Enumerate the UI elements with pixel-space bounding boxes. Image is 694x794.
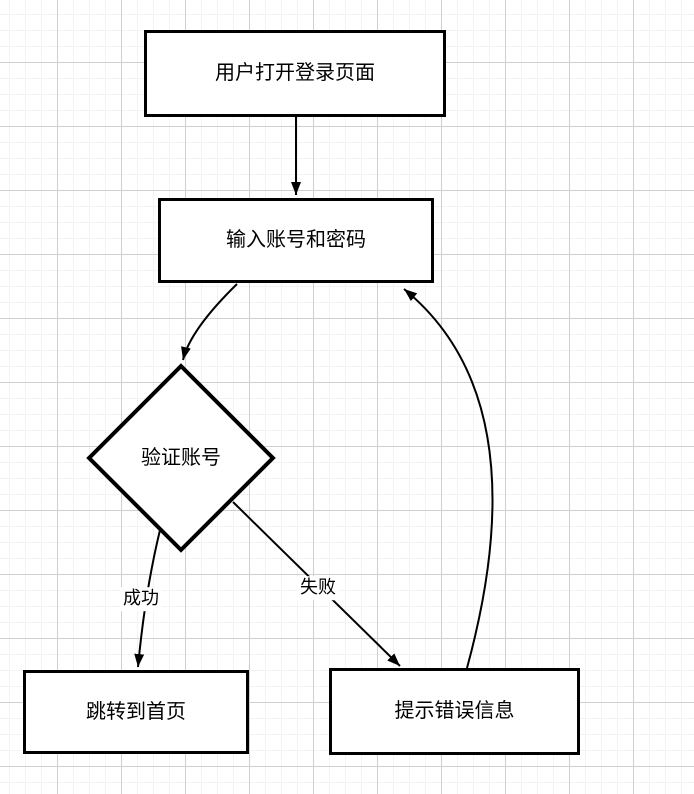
node-show-error-label: 提示错误信息: [394, 700, 515, 722]
node-show-error[interactable]: 提示错误信息: [329, 668, 580, 755]
edge-error-back-to-enter[interactable]: [403, 288, 494, 669]
edge-label-success[interactable]: 成功: [120, 587, 162, 611]
node-open-login-page[interactable]: 用户打开登录页面: [144, 30, 446, 117]
node-verify-account[interactable]: 验证账号: [86, 363, 276, 553]
edge-label-fail[interactable]: 失败: [297, 576, 339, 600]
node-go-home-label: 跳转到首页: [86, 700, 186, 723]
node-enter-credentials[interactable]: 输入账号和密码: [158, 198, 434, 283]
node-go-home[interactable]: 跳转到首页: [23, 670, 249, 754]
node-verify-account-label: 验证账号: [141, 446, 221, 469]
node-open-login-page-label: 用户打开登录页面: [215, 62, 375, 84]
node-enter-credentials-label: 输入账号和密码: [226, 229, 366, 251]
edge-enter-to-verify[interactable]: [181, 283, 238, 361]
